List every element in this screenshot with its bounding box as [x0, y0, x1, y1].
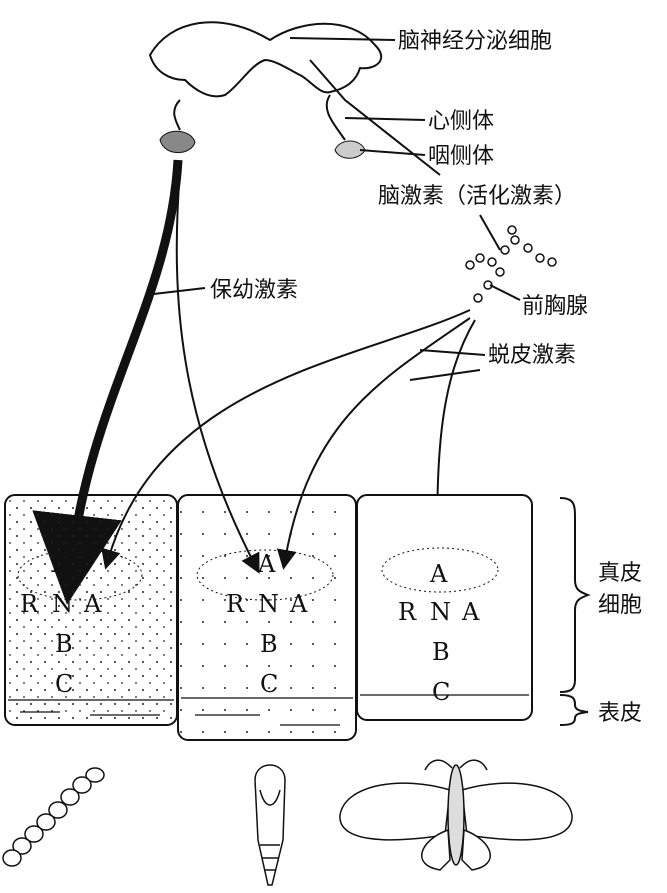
label-neurosecretory-cells: 脑神经分泌细胞	[398, 29, 552, 54]
svg-text:B: B	[260, 630, 278, 658]
svg-text:C: C	[260, 670, 278, 698]
svg-text:A: A	[257, 550, 276, 578]
moth-illustration	[339, 759, 573, 871]
label-epidermal-cells-2: 细胞	[598, 593, 642, 618]
cell-adult	[356, 494, 533, 721]
label-cuticle: 表皮	[598, 701, 642, 726]
prothoracic-gland	[465, 225, 557, 303]
label-prothoracic-gland: 前胸腺	[522, 294, 588, 319]
svg-text:R: R	[20, 590, 39, 618]
svg-text:N: N	[430, 598, 451, 626]
larva-illustration	[2, 767, 105, 867]
pupa-illustration	[254, 764, 286, 886]
label-juvenile-hormone: 保幼激素	[210, 278, 298, 303]
label-corpora-allata: 咽侧体	[428, 144, 494, 169]
svg-text:N: N	[258, 590, 279, 618]
svg-text:A: A	[429, 560, 448, 588]
label-ecdysone: 蜕皮激素	[488, 343, 576, 368]
label-brain-hormone: 脑激素（活化激素）	[378, 184, 576, 209]
svg-text:R: R	[226, 590, 245, 618]
cell-letters-3: A R N A B C	[398, 560, 480, 706]
svg-text:C: C	[432, 678, 450, 706]
svg-text:A: A	[289, 590, 308, 618]
svg-text:A: A	[51, 550, 70, 578]
label-corpora-cardiaca: 心侧体	[428, 109, 494, 134]
svg-text:B: B	[55, 630, 73, 658]
svg-text:C: C	[55, 670, 73, 698]
label-epidermal-cells-1: 真皮	[598, 561, 642, 586]
corpora-allata-left	[159, 130, 196, 154]
cell-letters-2: A R N A B C	[226, 550, 308, 698]
svg-text:A: A	[83, 590, 102, 618]
svg-text:A: A	[461, 598, 480, 626]
cell-letters-1: A R N A B C	[20, 550, 102, 698]
svg-text:B: B	[432, 638, 450, 666]
svg-text:R: R	[398, 598, 417, 626]
brain	[148, 21, 383, 98]
svg-text:N: N	[52, 590, 73, 618]
